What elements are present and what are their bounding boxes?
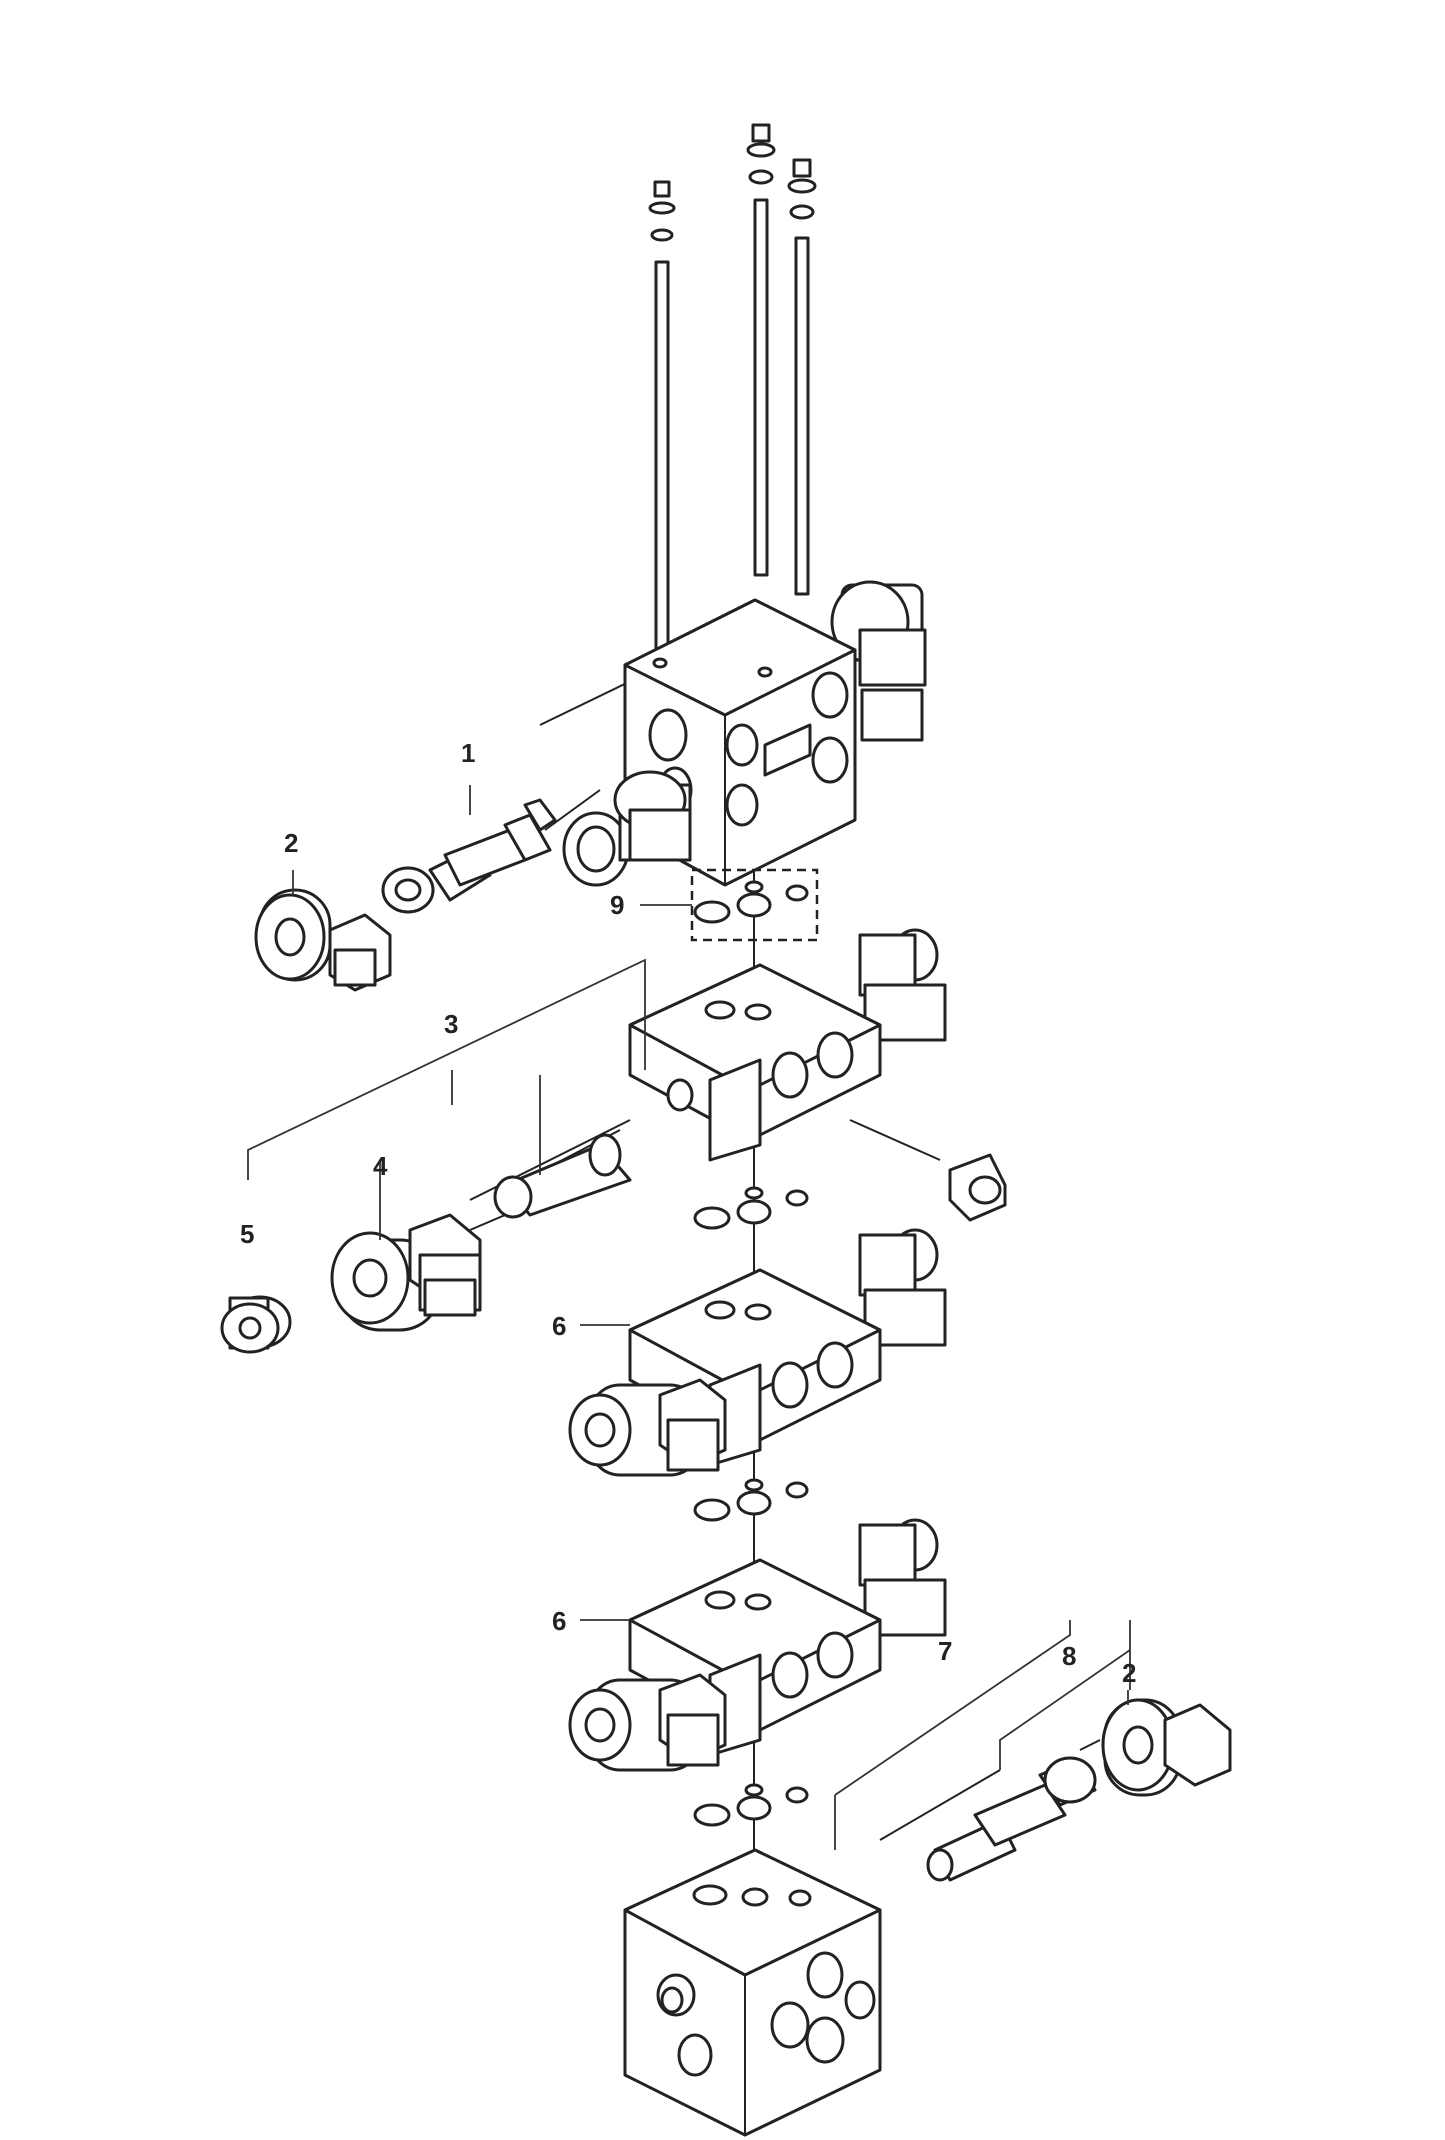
seals-row-3 [693, 1478, 809, 1522]
cartridge-valve-part-1 [381, 798, 557, 914]
callout-labels: 1 2 9 3 4 5 6 6 7 8 2 [240, 738, 1136, 1688]
callout-6-lower: 6 [552, 1606, 566, 1636]
solenoid-coil-part-2-lower [1101, 1698, 1232, 1797]
callout-2-lower: 2 [1122, 1658, 1136, 1688]
callout-3: 3 [444, 1009, 458, 1039]
solenoid-coil-part-2-upper [254, 888, 392, 992]
solenoid-coil-top-front [562, 770, 692, 887]
callout-5: 5 [240, 1219, 254, 1249]
knurled-nut-part-5 [220, 1295, 292, 1354]
tie-rod-left [648, 180, 676, 659]
tie-rods [648, 123, 817, 659]
spool-part-3 [493, 1133, 632, 1219]
callout-2-upper: 2 [284, 828, 298, 858]
bottom-end-block [623, 1848, 882, 2137]
solenoid-left-section-b [568, 1378, 727, 1477]
solenoid-right-section-a [858, 928, 947, 1042]
valve-section-lower [568, 1518, 947, 1772]
solenoid-left-section-c [568, 1673, 727, 1772]
callout-1: 1 [461, 738, 475, 768]
callout-9: 9 [610, 890, 624, 920]
tie-rod-center [746, 123, 776, 577]
plug-fitting [948, 1153, 1007, 1222]
leader-lines [247, 785, 1131, 1850]
seals-row-2 [693, 1186, 809, 1230]
callout-7: 7 [938, 1636, 952, 1666]
solenoid-coil-top-right [830, 580, 927, 742]
callout-4: 4 [373, 1151, 388, 1181]
cartridge-valve-part-8 [926, 1756, 1097, 1882]
callout-8: 8 [1062, 1641, 1076, 1671]
tie-rod-right [787, 158, 817, 596]
solenoid-coil-part-4 [330, 1213, 482, 1332]
callout-6-upper: 6 [552, 1311, 566, 1341]
valve-section-middle [568, 1228, 947, 1477]
seal-kit-part-9 [690, 868, 819, 942]
seals-row-4 [693, 1783, 809, 1827]
valve-section-upper [628, 928, 1007, 1222]
top-head-block [562, 580, 927, 887]
